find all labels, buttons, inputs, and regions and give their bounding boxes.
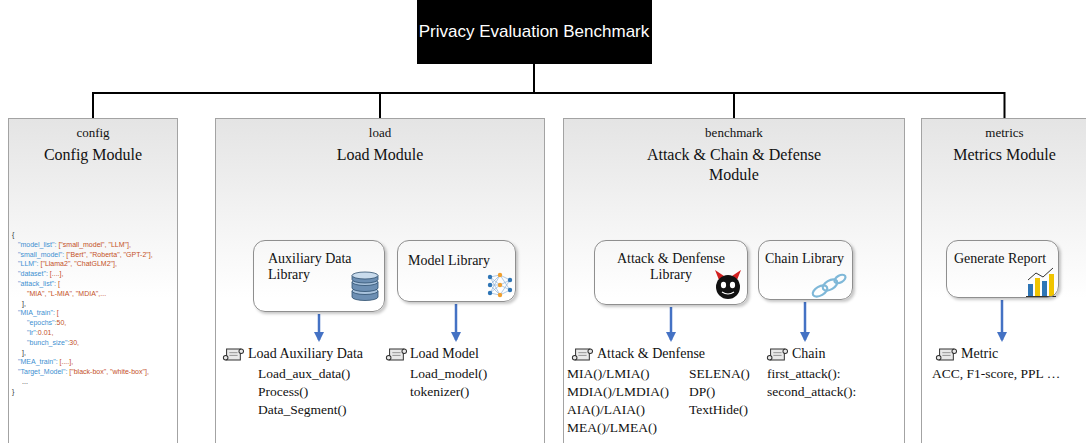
panel-fill	[921, 118, 1086, 443]
config-code-line: "MIA", "L-MIA", "MDIA",...	[27, 289, 106, 298]
module-tag: metrics	[985, 124, 1023, 142]
database-icon	[352, 272, 378, 301]
devil-icon	[715, 270, 741, 299]
library-box: Model Library	[397, 240, 516, 302]
down-arrow	[804, 302, 807, 340]
config-code-line: ...	[22, 377, 28, 386]
config-code-line: ],	[22, 348, 26, 357]
module-tag: load	[369, 124, 391, 142]
function-name: second_attack():	[767, 384, 856, 400]
function-name: Process()	[258, 384, 308, 400]
down-arrow	[670, 307, 673, 340]
config-code-line: "MIA_train": [	[18, 308, 59, 317]
module-heading: Config Module	[44, 145, 142, 165]
function-name: SELENA()	[689, 366, 750, 382]
function-name: Data_Segment()	[258, 402, 346, 418]
config-code-line: "model_list": ["small_model", "LLM"],	[18, 240, 131, 249]
library-label: Generate Report	[954, 251, 1046, 267]
module-heading: Attack & Chain & Defense Module	[627, 145, 842, 185]
function-name: Load_aux_data()	[258, 366, 350, 382]
tree-connector	[380, 64, 534, 118]
scroll-icon	[386, 349, 406, 360]
down-arrow	[318, 314, 321, 340]
panel-fills	[8, 118, 1086, 443]
function-name: ACC, F1-score, PPL …	[932, 366, 1060, 382]
function-name: DP()	[689, 384, 715, 400]
step-title: Metric	[961, 346, 998, 362]
config-code-line: "MEA_train": [....],	[18, 357, 73, 366]
step-title: Chain	[792, 346, 825, 362]
function-name: TextHide()	[689, 402, 748, 418]
neural-net-icon	[488, 273, 512, 297]
title-text: Privacy Evaluation Benchmark	[419, 22, 650, 42]
title-box: Privacy Evaluation Benchmark	[417, 0, 652, 64]
library-label: Chain Library	[765, 251, 844, 267]
module-heading: Metrics Module	[953, 145, 1056, 165]
down-arrow	[1001, 300, 1004, 340]
step-title: Load Model	[410, 346, 479, 362]
chain-icon	[811, 273, 847, 299]
config-code-line: "attack_list": [	[18, 279, 60, 288]
function-name: MDIA()/LMDIA()	[567, 384, 669, 400]
config-code-line: }	[12, 387, 14, 396]
module-tag: config	[76, 124, 109, 142]
panel-fill	[8, 118, 178, 443]
library-box: Attack & Denfense Library	[594, 240, 748, 305]
config-code-line: "lr":0.01,	[27, 328, 53, 337]
config-code-line: "Target_Model": ["black-box", "white-box…	[18, 367, 149, 376]
step-title: Attack & Denfense	[597, 346, 705, 362]
chart-icon	[1026, 268, 1056, 297]
library-box: Chain Library	[758, 240, 853, 300]
config-code-line: {	[12, 230, 14, 239]
step-title: Load Auxiliary Data	[248, 346, 363, 362]
tree-connector	[534, 64, 1005, 118]
config-code-line: ],	[22, 299, 26, 308]
config-code-line: "dataset": [....],	[18, 269, 63, 278]
function-name: Load_model()	[410, 366, 487, 382]
scroll-icon	[767, 349, 787, 360]
library-box: Auxiliary Data Library	[253, 240, 385, 312]
library-label: Model Library	[408, 253, 490, 269]
config-code-line: "LLM": ["Llama2", "ChatGLM2"],	[18, 259, 117, 268]
scroll-icon	[936, 349, 956, 360]
module-heading: Load Module	[337, 145, 424, 165]
module-tag: benchmark	[705, 124, 763, 142]
module-panel: metricsMetrics ModuleGenerate Report	[921, 118, 1086, 443]
function-name: first_attack():	[767, 366, 840, 382]
blue-arrows	[319, 300, 1002, 340]
tree-connector	[534, 64, 734, 118]
config-code-line: "small_model": ["Bert", "Roberta", "GPT-…	[18, 250, 153, 259]
library-label: Auxiliary Data Library	[268, 251, 360, 283]
function-name: tokenizer()	[410, 384, 469, 400]
config-code-line: "bunch_size":30,	[27, 338, 79, 347]
config-code-line: "epochs":50,	[27, 318, 66, 327]
function-name: MEA()/LMEA()	[567, 420, 657, 436]
panel-fill	[563, 118, 905, 443]
down-arrow	[455, 304, 458, 340]
scroll-icon	[223, 349, 243, 360]
library-label: Attack & Denfense Library	[606, 251, 736, 283]
function-name: AIA()/LAIA()	[567, 402, 645, 418]
function-name: MIA()/LMIA()	[567, 366, 649, 382]
scroll-icon	[572, 349, 592, 360]
library-box: Generate Report	[946, 240, 1059, 298]
panel-fill	[215, 118, 545, 443]
tree-connector	[93, 64, 534, 118]
